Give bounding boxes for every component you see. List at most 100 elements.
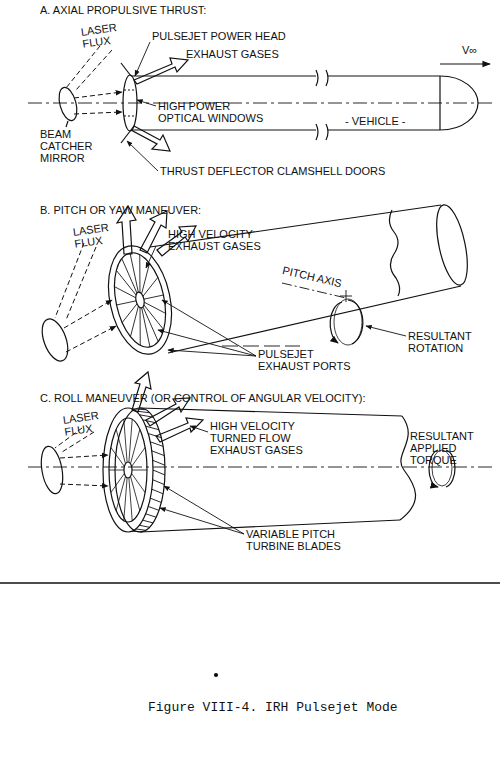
beam-catcher-mirror <box>37 316 73 365</box>
pulsejet-power-head <box>124 89 136 90</box>
vehicle-axis <box>28 466 492 467</box>
vehicle-body <box>440 76 478 130</box>
vehicle-body <box>131 129 316 130</box>
exhaust-port-spoke <box>114 283 135 302</box>
part-label: PULSEJET POWER HEAD <box>152 30 322 42</box>
leader-line <box>160 508 244 534</box>
pulsejet-ring <box>99 240 181 360</box>
leader-line <box>190 426 208 432</box>
turbine-blade <box>153 460 165 465</box>
rotation-arrow <box>330 299 363 345</box>
leader-line <box>168 350 256 356</box>
turbine-spoke <box>129 478 132 521</box>
rotation-arrow <box>330 302 342 343</box>
exhaust-arrow <box>156 418 203 442</box>
part-label: LASER FLUX <box>62 408 110 438</box>
turbine-spoke <box>124 478 127 521</box>
turbine-blade <box>132 531 142 533</box>
vehicle-body <box>439 76 440 130</box>
exhaust-port-spoke <box>144 295 164 299</box>
laser-flux-beam <box>66 46 122 114</box>
vehicle-body <box>131 75 316 76</box>
panel-heading: B. PITCH OR YAW MANEUVER: <box>40 204 300 216</box>
part-label: BEAM CATCHER MIRROR <box>40 128 102 164</box>
part-label: HIGH VELOCITY TURNED FLOW EXHAUST GASES <box>210 420 318 456</box>
leader-line <box>146 246 156 268</box>
rotation-arrow <box>334 299 362 345</box>
turbine-spoke <box>132 447 146 466</box>
leader-line <box>164 486 244 534</box>
part-label: LASER FLUX <box>72 220 120 250</box>
laser-flux-beam <box>66 326 116 352</box>
vehicle-body <box>328 129 440 130</box>
beam-catcher-mirror <box>38 445 66 496</box>
pulsejet-power-head <box>124 115 136 116</box>
panel-heading: A. AXIAL PROPULSIVE THRUST: <box>40 4 300 16</box>
vehicle-body <box>131 70 478 140</box>
turbine-blade <box>143 420 157 423</box>
laser-flux-beam <box>64 300 112 328</box>
turbine-spoke <box>130 429 139 463</box>
vehicle-axis <box>28 103 492 104</box>
pulsejet-power-head <box>123 75 137 131</box>
scan-dot <box>215 674 218 677</box>
leader-line <box>158 330 256 356</box>
part-label: HIGH VELOCITY EXHAUST GASES <box>168 228 280 252</box>
vehicle-body <box>389 210 399 296</box>
beam-catcher-mirror <box>66 121 68 127</box>
turbine-blade <box>139 525 149 527</box>
vehicle-body <box>328 75 440 76</box>
part-label: PULSEJET EXHAUST PORTS <box>258 348 358 372</box>
turbine-ring <box>103 408 165 532</box>
laser-flux-beam <box>55 243 116 352</box>
leader-line <box>137 100 156 106</box>
turbine-ring <box>124 462 132 478</box>
laser-flux-beam <box>66 247 96 320</box>
exhaust-port-spoke <box>132 255 147 293</box>
part-label: THRUST DEFLECTOR CLAMSHELL DOORS <box>160 165 440 177</box>
part-label: RESULTANT APPLIED TORQUE <box>410 430 488 466</box>
exhaust-arrow <box>140 211 167 253</box>
exhaust-port-spoke <box>142 308 150 347</box>
leader-line <box>127 141 158 171</box>
separator-rule <box>0 582 500 583</box>
turbine-spoke <box>132 473 146 492</box>
turbine-spoke <box>116 429 125 463</box>
beam-catcher-mirror <box>56 86 80 123</box>
exhaust-port-spoke <box>136 263 156 294</box>
part-label: PITCH AXIS <box>281 264 371 296</box>
turbine-blade <box>146 426 159 430</box>
turbine-blade <box>152 451 165 456</box>
turbine-spoke <box>116 476 125 510</box>
exhaust-port-spoke <box>125 306 145 337</box>
laser-flux-beam <box>74 92 122 98</box>
clamshell-door <box>121 63 131 143</box>
exhaust-port-spoke <box>140 277 161 296</box>
leader-line <box>146 246 406 356</box>
leader-line <box>366 326 406 336</box>
part-label: HIGH POWER OPTICAL WINDOWS <box>158 100 270 124</box>
turbine-spoke <box>109 470 124 471</box>
exhaust-arrow <box>131 126 170 151</box>
part-label: LASER FLUX <box>80 20 128 50</box>
exhaust-port-spoke <box>130 253 138 292</box>
illustration <box>0 42 500 677</box>
turbine-blade <box>146 514 157 517</box>
turbine-blade <box>152 489 163 494</box>
beam-catcher-mirror <box>56 86 80 127</box>
turbine-spoke <box>130 476 139 510</box>
pulsejet-ring <box>134 291 145 308</box>
vehicle-body <box>316 70 318 140</box>
clamshell-door <box>121 63 131 76</box>
clamshell-door <box>121 130 131 143</box>
beam-catcher-mirror <box>38 445 66 496</box>
turbine-blade <box>153 470 165 475</box>
vehicle-axis <box>28 467 492 468</box>
part-label: EXHAUST GASES <box>186 48 306 60</box>
turbine-blade <box>136 529 146 530</box>
turbine-ring <box>103 408 153 532</box>
exhaust-port-spoke <box>144 298 165 317</box>
velocity-arrow <box>440 63 490 64</box>
